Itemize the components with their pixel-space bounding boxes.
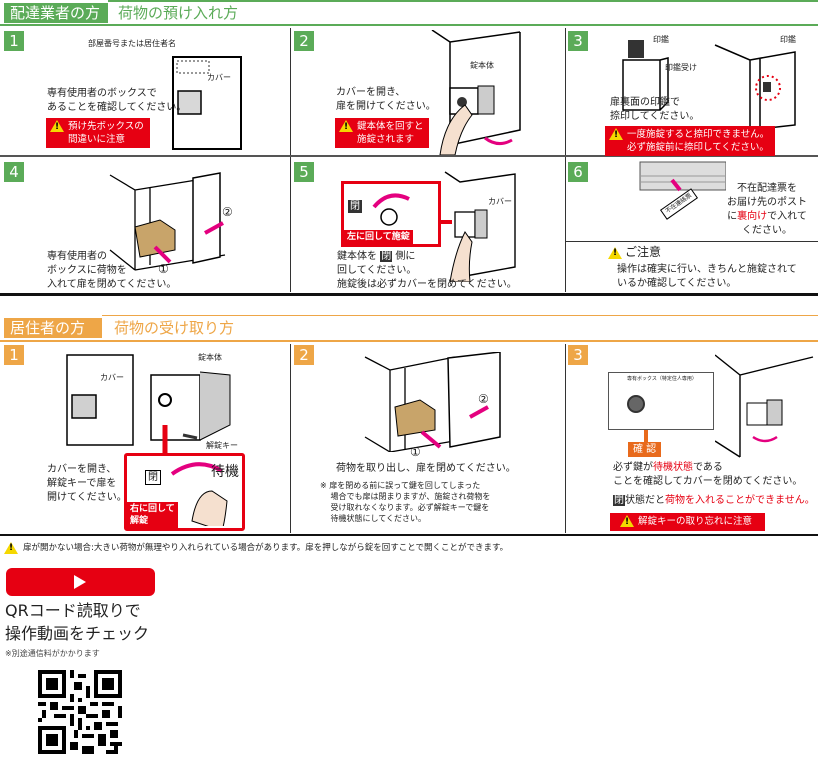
closed-note: 閉状態だと荷物を入れることができません。 bbox=[613, 495, 815, 506]
qr-note: ※別途通信料がかかります bbox=[5, 649, 100, 658]
step-number: 2 bbox=[294, 31, 314, 51]
section-rule bbox=[108, 0, 818, 2]
label-cover: カバー bbox=[100, 373, 124, 382]
closed-mark: 閉 bbox=[348, 200, 362, 213]
warning-box: 一度施錠すると捺印できません。 必ず施錠前に捺印してください。 bbox=[605, 126, 775, 156]
qr-caption: QRコード読取りで bbox=[5, 601, 141, 620]
caution-heading: ご注意 bbox=[608, 245, 661, 260]
section-rule bbox=[102, 315, 818, 316]
warning-box: 解錠キーの取り忘れに注意 bbox=[610, 513, 765, 531]
warning-box: 預け先ボックスの 間違いに注意 bbox=[46, 118, 150, 148]
mark-2: ② bbox=[222, 205, 233, 219]
step-text: 荷物を取り出し、扉を閉めてください。 bbox=[336, 463, 516, 474]
section-rule bbox=[0, 340, 818, 342]
footer-warning: 扉が開かない場合:大きい荷物が無理やり入れられている場合があります。扉を押しなが… bbox=[4, 542, 508, 554]
lock-plate: 専有ボックス（特定住人専用） bbox=[608, 372, 714, 430]
mark-1: ① bbox=[158, 262, 169, 276]
label-lock: 錠本体 bbox=[470, 61, 494, 70]
qr-code[interactable] bbox=[38, 670, 122, 754]
step-number: 6 bbox=[568, 162, 588, 182]
section-title: 荷物の預け入れ方 bbox=[116, 3, 241, 23]
label-room: 部屋番号または居住者名 bbox=[88, 39, 176, 48]
play-video-button[interactable] bbox=[6, 568, 155, 596]
step-number: 2 bbox=[294, 345, 314, 365]
step-number: 3 bbox=[568, 31, 588, 51]
label-cover: カバー bbox=[488, 197, 512, 206]
mailbox-front-illustration bbox=[172, 56, 242, 150]
step-number: 3 bbox=[568, 345, 588, 365]
mark-1: ① bbox=[410, 445, 421, 459]
label-cover: カバー bbox=[207, 73, 231, 82]
label-lock: 錠本体 bbox=[198, 353, 222, 362]
label-seal: 印鑑 bbox=[780, 35, 796, 44]
box-remove-illustration bbox=[364, 352, 501, 452]
section-tag: 配達業者の方 bbox=[4, 3, 108, 23]
postbox-slot-illustration bbox=[639, 161, 726, 192]
warning-icon bbox=[608, 246, 622, 259]
caution-text: 操作は確実に行い、きちんと施錠されて いるか確認してください。 bbox=[617, 264, 797, 289]
closed-mark: 閉 bbox=[145, 470, 161, 485]
step-note: ※ 扉を閉める前に誤って鍵を回してしまった 場合でも扉は閉まりますが、施錠され荷… bbox=[320, 481, 491, 523]
step-text: 専有使用者の ボックスに荷物を 入れて扉を閉めてください。 bbox=[47, 251, 177, 290]
step-number: 1 bbox=[4, 31, 24, 51]
section-tag: 居住者の方 bbox=[4, 318, 102, 338]
step-text: 不在配達票を お届け先のポスト に裏向けで入れて ください。 bbox=[727, 183, 807, 236]
door-unlock-illustration bbox=[431, 30, 521, 155]
confirm-label: 確 認 bbox=[628, 442, 662, 457]
unlock-instruction-panel: 閉 待機 右に回して 解錠 bbox=[124, 453, 245, 531]
warning-box: 鍵本体を回すと 施錠されます bbox=[335, 118, 429, 148]
lock-instruction-panel: 閉 左に回して施錠 bbox=[341, 181, 441, 247]
step-number: 1 bbox=[4, 345, 24, 365]
step-number: 4 bbox=[4, 162, 24, 182]
label-key: 解錠キー bbox=[206, 441, 238, 450]
step-text: カバーを開き、 解錠キーで扉を 開けてください。 bbox=[47, 464, 127, 503]
warning-icon bbox=[4, 542, 18, 554]
section-rule bbox=[0, 24, 818, 26]
plate-title: 専有ボックス（特定住人専用） bbox=[627, 376, 697, 382]
step-text: カバーを開き、 扉を開けてください。 bbox=[336, 87, 436, 112]
warning-icon bbox=[620, 515, 634, 529]
play-icon bbox=[74, 575, 86, 589]
mark-2: ② bbox=[478, 392, 489, 406]
section-title: 荷物の受け取り方 bbox=[112, 318, 237, 338]
label-seal: 印鑑 bbox=[653, 35, 669, 44]
step-text: 扉裏面の印鑑で 捺印してください。 bbox=[610, 97, 700, 122]
step-text: 鍵本体を 閉 側に 回してください。 施錠後は必ずカバーを閉めてください。 bbox=[337, 251, 517, 290]
panel-caption: 右に回して 解錠 bbox=[127, 502, 178, 528]
step-text: 専有使用者のボックスで あることを確認してください。 bbox=[47, 88, 187, 113]
step-number: 5 bbox=[294, 162, 314, 182]
box-close-illustration bbox=[715, 354, 814, 458]
box-insert-illustration bbox=[109, 172, 226, 271]
standby-mark: 待機 bbox=[211, 464, 239, 480]
warning-icon bbox=[609, 128, 623, 142]
qr-caption: 操作動画をチェック bbox=[5, 624, 150, 643]
warning-icon bbox=[339, 120, 353, 134]
warning-icon bbox=[50, 120, 64, 134]
lock-turn-illustration bbox=[440, 171, 516, 282]
unlock-illustration bbox=[66, 354, 231, 455]
label-seal-holder: 印鑑受け bbox=[665, 63, 697, 72]
step-text: 必ず鍵が待機状態である ことを確認してカバーを閉めてください。 bbox=[613, 462, 803, 487]
panel-caption: 左に回して施錠 bbox=[344, 230, 413, 244]
